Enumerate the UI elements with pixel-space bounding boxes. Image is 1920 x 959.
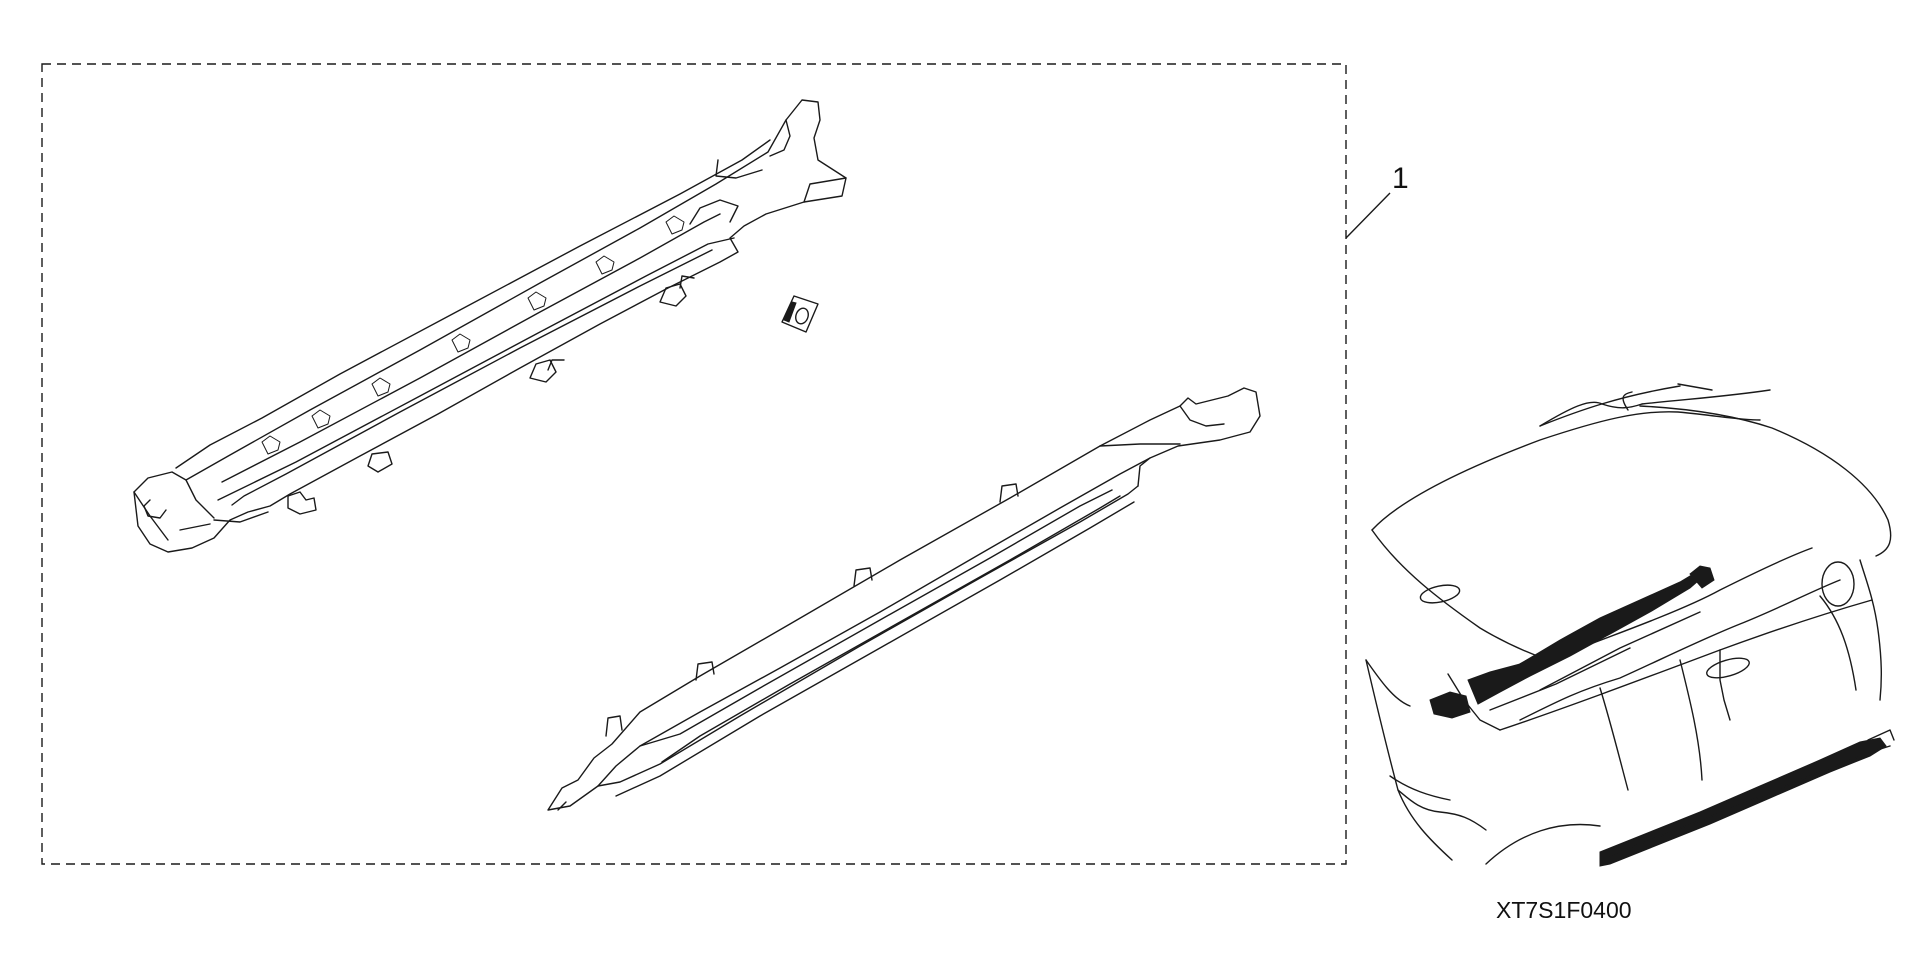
kit-boundary-box [41, 63, 1347, 865]
callout-leader-line [1345, 192, 1391, 239]
callout-number: 1 [1392, 162, 1409, 195]
part-code-label: XT7S1F0400 [1496, 897, 1632, 923]
side-sill-garnish-right [547, 387, 1261, 811]
retaining-clip [781, 295, 819, 333]
vehicle-reference-view [1365, 383, 1895, 867]
side-sill-garnish-left [133, 99, 847, 553]
